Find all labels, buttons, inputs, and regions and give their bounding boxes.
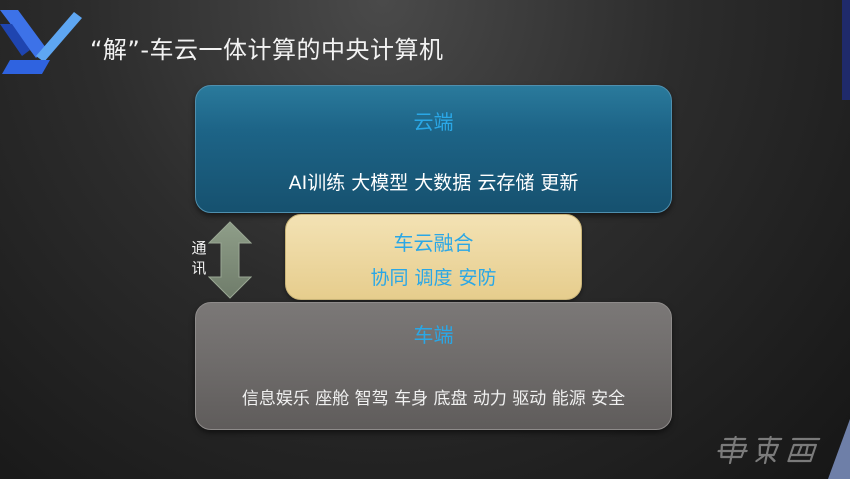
cloud-layer-box: 云端 AI训练 大模型 大数据 云存储 更新	[195, 85, 672, 213]
corner-accent-triangle	[828, 419, 850, 479]
corner-accent-bar	[842, 0, 850, 100]
fusion-layer-heading: 车云融合	[393, 231, 474, 255]
logo-mark-icon	[0, 10, 82, 74]
vehicle-layer-box: 车端 信息娱乐 座舱 智驾 车身 底盘 动力 驱动 能源 安全	[195, 302, 672, 430]
cloud-layer-heading: 云端	[413, 110, 454, 134]
vehicle-layer-items: 信息娱乐 座舱 智驾 车身 底盘 动力 驱动 能源 安全	[241, 389, 626, 409]
watermark-logo	[717, 435, 821, 465]
communication-label: 通讯	[191, 239, 207, 277]
vehicle-layer-heading: 车端	[413, 323, 454, 347]
double-arrow-icon	[208, 221, 252, 299]
fusion-layer-items: 协同 调度 安防	[370, 267, 497, 289]
cloud-vehicle-fusion-box: 车云融合 协同 调度 安防	[285, 214, 582, 300]
slide-title: “解”-车云一体计算的中央计算机	[90, 36, 444, 64]
cloud-layer-items: AI训练 大模型 大数据 云存储 更新	[288, 172, 579, 194]
